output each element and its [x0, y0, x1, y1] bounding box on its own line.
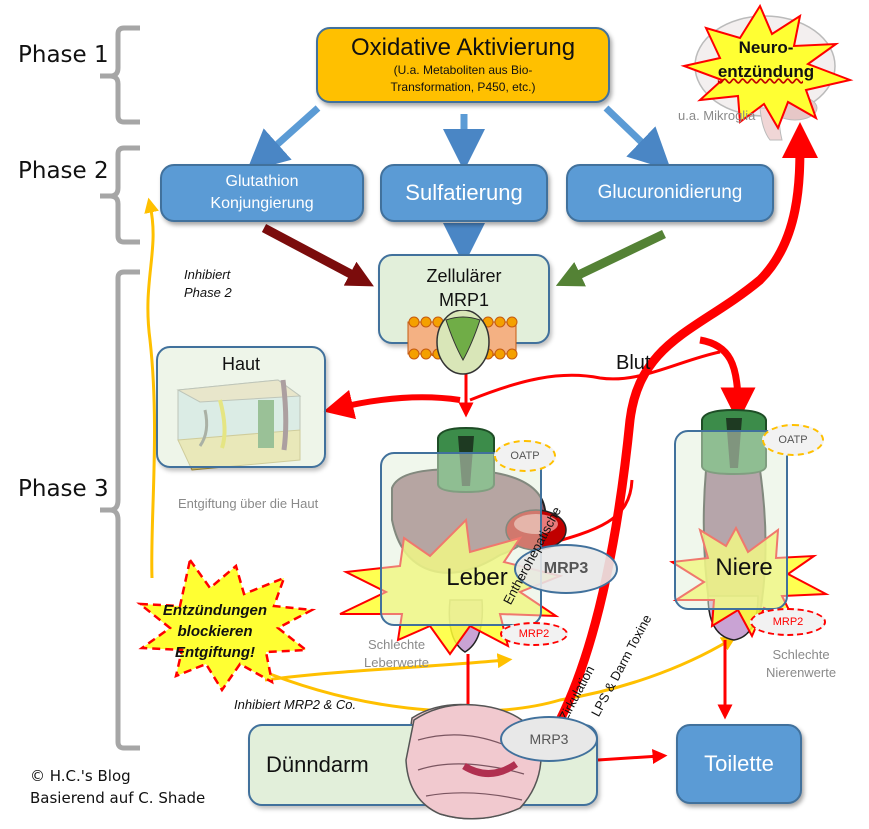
phase3-bracket — [100, 269, 140, 751]
oxidative-activation-subtitle-1: (U.a. Metaboliten aus Bio- — [393, 63, 533, 77]
niere-caption-line2: Nierenwerte — [766, 665, 837, 680]
inhibits-mrp2-label: Inhibiert MRP2 & Co. — [234, 697, 357, 712]
haut-caption: Entgiftung über die Haut — [178, 496, 319, 511]
neuro-inflammation-label: Neuro- entzündung — [716, 36, 816, 84]
arrow-to-glucuronidierung — [603, 105, 672, 171]
mrp1-transporter-overlay — [407, 310, 518, 375]
leber-caption-line1: Schlechte — [367, 637, 426, 652]
niere-mrp2: MRP2 — [750, 608, 826, 636]
toilette-box: Toilette — [676, 724, 802, 804]
inhibits-phase2-line1: Inhibiert — [184, 267, 231, 282]
leber-caption-line2: Leberwerte — [364, 655, 430, 670]
leber-caption: Schlechte Leberwerte — [364, 636, 429, 672]
mrp1-line1: Zellulärer — [426, 266, 502, 286]
glucuronidierung-box: Glucuronidierung — [566, 164, 774, 222]
sulfatierung-box: Sulfatierung — [380, 164, 548, 222]
phase1-bracket — [100, 25, 140, 125]
niere-caption-line1: Schlechte — [772, 647, 830, 662]
arrow-glucuronid-to-mrp1 — [555, 229, 666, 287]
inflammation-burst — [136, 556, 317, 693]
niere-box — [674, 430, 788, 610]
haut-box: Haut — [156, 346, 326, 468]
leber-mrp3: MRP3 — [514, 544, 618, 594]
inhibits-phase2-line2: Phase 2 — [184, 285, 232, 300]
inhibit-mrp2-leber-line — [264, 653, 513, 682]
blood-to-haut — [323, 389, 461, 420]
leber-box — [380, 452, 542, 626]
niere-caption: Schlechte Nierenwerte — [766, 646, 836, 682]
phase2-label: Phase 2 — [18, 158, 109, 184]
mrp1-line2: MRP1 — [438, 290, 489, 310]
leber-label: Leber — [446, 564, 508, 591]
leber-oatp: OATP — [494, 440, 556, 472]
haut-title: Haut — [221, 354, 261, 374]
inflammation-line3: Entgiftung! — [175, 644, 255, 661]
arrow-glutathion-to-mrp1 — [261, 224, 374, 287]
arrow-to-glutathion — [246, 105, 321, 172]
glutathion-line2: Konjungierung — [210, 195, 314, 212]
inflammation-label: Entzündungen blockieren Entgiftung! — [150, 600, 280, 663]
footer-line1: © H.C.'s Blog — [30, 767, 131, 785]
copyright-footer: © H.C.'s Blog Basierend auf C. Shade — [30, 765, 205, 809]
footer-line2: Basierend auf C. Shade — [30, 789, 206, 807]
blood-to-neuro — [555, 122, 818, 723]
inhibit-phase2-line — [144, 197, 159, 579]
blood-main-curve — [469, 350, 721, 402]
oxidative-activation-title: Oxidative Aktivierung — [350, 34, 576, 61]
toilette-label: Toilette — [704, 751, 774, 776]
neuro-burst — [680, 3, 854, 131]
inflammation-line2: blockieren — [177, 623, 253, 640]
duenndarm-title: Dünndarm — [266, 752, 369, 777]
glutathion-box: Glutathion Konjungierung — [160, 164, 364, 222]
blood-to-niere — [699, 336, 756, 423]
phase3-label: Phase 3 — [18, 476, 109, 502]
inhibits-phase2-label: Inhibiert Phase 2 — [184, 266, 232, 302]
glucuronidierung-label: Glucuronidierung — [597, 182, 743, 203]
phase2-bracket — [100, 145, 140, 245]
glutathion-line1: Glutathion — [225, 173, 299, 190]
neuro-line2: entzündung — [717, 62, 815, 81]
oxidative-activation-subtitle-2: Transformation, P450, etc.) — [390, 80, 536, 94]
duenndarm-mrp3: MRP3 — [500, 716, 598, 762]
inhibit-mrp2-niere-line — [254, 636, 737, 714]
inflammation-line1: Entzündungen — [162, 602, 268, 619]
oxidative-activation-box: Oxidative Aktivierung (U.a. Metaboliten … — [316, 27, 610, 103]
phase1-label: Phase 1 — [18, 42, 109, 68]
darm-to-toilette — [597, 748, 668, 764]
sulfatierung-label: Sulfatierung — [405, 180, 523, 205]
neuro-line1: Neuro- — [738, 38, 794, 57]
microglia-caption: u.a. Mikroglia — [678, 108, 756, 123]
blood-label: Blut — [616, 352, 651, 374]
niere-label: Niere — [715, 554, 773, 581]
leber-mrp2: MRP2 — [500, 622, 568, 646]
niere-oatp: OATP — [762, 424, 824, 456]
